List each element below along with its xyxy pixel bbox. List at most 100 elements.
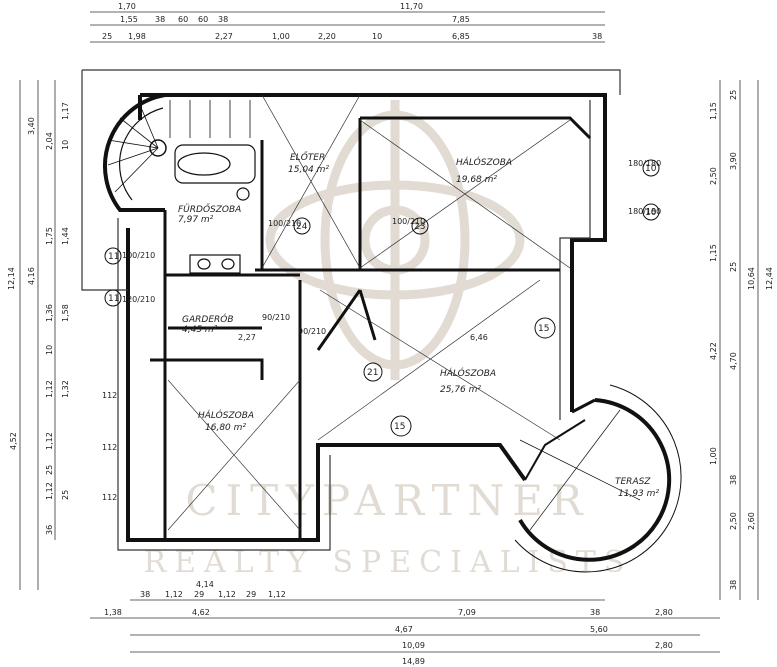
stair-bay — [103, 93, 251, 212]
opening-label: 100/210 — [268, 219, 301, 228]
bottom-dim-text: 4,67 — [395, 625, 413, 634]
top-dim-text: 1,70 — [118, 2, 136, 11]
room-area-eloter: 15,04 m² — [288, 165, 329, 175]
top-dim-text: 38 — [218, 15, 228, 24]
left-dim-text: 1,32 — [61, 380, 70, 398]
symbol-text: 15 — [538, 324, 549, 334]
bottom-dim-text: 1,38 — [104, 608, 122, 617]
top-dimension-texts: 1,70 11,70 1,55 38 60 60 38 7,85 25 1,98… — [102, 2, 602, 41]
top-dim-text: 60 — [198, 15, 208, 24]
top-dim-text: 1,98 — [128, 32, 146, 41]
right-dim-text: 38 — [729, 475, 738, 485]
bottom-dim-text: 4,14 — [196, 580, 214, 589]
bottom-dim-text: 14,89 — [402, 657, 425, 666]
symbol-circle — [411, 217, 429, 235]
left-dim-text: 1,75 — [45, 227, 54, 245]
top-dim-text: 2,27 — [215, 32, 233, 41]
symbol-text: 10 — [645, 164, 657, 174]
room-name-furdoszoba: FÜRDŐSZOBA — [178, 204, 241, 215]
room-name-haloszoba-ne: HÁLÓSZOBA — [456, 156, 512, 168]
top-dim-text: 7,85 — [452, 15, 470, 24]
bathroom-fixtures — [174, 144, 256, 274]
right-dimension-texts: 1,15 25 2,50 3,90 1,15 25 10,64 12,44 4,… — [709, 90, 774, 590]
symbol-text: 15 — [394, 422, 405, 432]
right-dim-text: 4,22 — [709, 342, 718, 360]
opening-label: 100/210 — [122, 251, 155, 260]
construction-lines — [167, 94, 571, 531]
symbol-text: 23 — [414, 222, 425, 232]
right-dim-text: 25 — [729, 262, 738, 272]
bottom-dim-text: 2,80 — [655, 608, 673, 617]
left-dim-text: 10 — [45, 345, 54, 355]
bottom-dim-text: 4,62 — [192, 608, 210, 617]
right-dim-text: 25 — [729, 90, 738, 100]
top-dim-text: 6,85 — [452, 32, 470, 41]
watermark-line1: CITYPARTNER — [185, 476, 590, 525]
top-dim-text: 38 — [155, 15, 165, 24]
symbol-circle — [642, 159, 660, 177]
room-name-garderob: GARDERÓB — [182, 313, 234, 325]
opening-label: 180/180 — [628, 207, 661, 216]
symbol-text: 24 — [296, 222, 308, 232]
symbol-circle — [390, 415, 412, 437]
left-dim-text: 2,04 — [45, 132, 54, 150]
opening-label: 120/210 — [122, 295, 155, 304]
top-dim-text: 10 — [372, 32, 382, 41]
left-dim-text: 10 — [61, 140, 70, 150]
opening-label: 100/210 — [392, 217, 425, 226]
room-area-haloszoba-sw: 16,80 m² — [205, 423, 246, 433]
opening-label: 90/210 — [298, 327, 326, 336]
top-dim-text: 38 — [592, 32, 602, 41]
top-dim-text: 1,55 — [120, 15, 138, 24]
left-dim-text: 4,16 — [27, 267, 36, 285]
symbol-text: 11 — [108, 252, 119, 262]
terrace — [514, 384, 682, 573]
right-dim-text: 2,60 — [747, 512, 756, 530]
top-dim-text: 11,70 — [400, 2, 423, 11]
bottom-dim-text: 10,09 — [402, 641, 425, 650]
left-dim-text: 25 — [45, 465, 54, 475]
left-dim-text: 25 — [61, 490, 70, 500]
room-area-haloszoba-ne: 19,68 m² — [456, 175, 497, 185]
circled-symbols — [104, 159, 660, 437]
top-dim-text: 60 — [178, 15, 188, 24]
opening-label: 2,27 — [238, 333, 256, 342]
top-dim-text: 25 — [102, 32, 112, 41]
room-labels: ELŐTER 15,04 m² HÁLÓSZOBA 19,68 m² FÜRDŐ… — [178, 152, 659, 499]
room-area-garderob: 4,45 m² — [182, 325, 218, 335]
top-dim-text: 2,20 — [318, 32, 336, 41]
interior-walls — [150, 116, 592, 540]
right-dim-text: 1,15 — [709, 244, 718, 262]
right-dim-text: 1,15 — [709, 102, 718, 120]
left-dimension-texts: 3,40 1,17 2,04 10 1,75 1,44 12,14 4,16 1… — [7, 102, 70, 535]
left-dim-text: 1,12 — [45, 482, 54, 500]
bottom-dim-text: 5,60 — [590, 625, 608, 634]
dimension-lines — [19, 11, 759, 653]
room-area-haloszoba-c: 25,76 m² — [440, 385, 481, 395]
symbol-circle — [642, 203, 660, 221]
left-dim-text: 1,12 — [45, 380, 54, 398]
bottom-dim-text: 38 — [140, 590, 150, 599]
left-dim-text: 1,36 — [45, 304, 54, 322]
opening-label: 112 — [102, 443, 117, 452]
bottom-dim-text: 1,12 — [268, 590, 286, 599]
room-name-terasz: TERASZ — [615, 477, 651, 487]
bottom-dim-text: 38 — [590, 608, 600, 617]
symbol-circle — [534, 317, 556, 339]
right-dim-text: 10,64 — [747, 267, 756, 290]
symbol-circle — [104, 289, 122, 307]
left-dim-text: 1,17 — [61, 102, 70, 120]
symbol-circle — [104, 247, 122, 265]
right-dim-text: 2,50 — [709, 167, 718, 185]
opening-label: 112 — [102, 391, 117, 400]
left-dim-text: 12,14 — [7, 267, 16, 290]
top-dim-text: 1,00 — [272, 32, 290, 41]
room-area-terasz: 11,93 m² — [618, 489, 659, 499]
bottom-dim-text: 1,12 — [218, 590, 236, 599]
room-area-furdoszoba: 7,97 m² — [178, 215, 214, 225]
bottom-dim-text: 1,12 — [165, 590, 183, 599]
exterior-walls — [126, 93, 607, 542]
left-dim-text: 1,58 — [61, 304, 70, 322]
left-dim-text: 1,12 — [45, 432, 54, 450]
